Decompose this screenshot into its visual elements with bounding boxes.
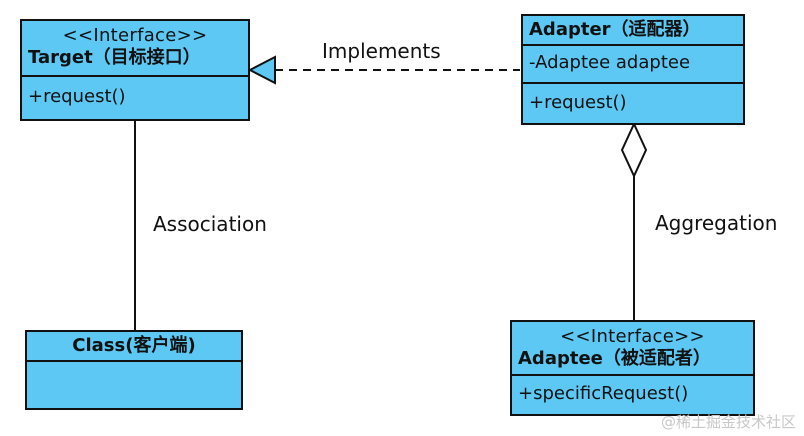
client-header: Class(客户端) bbox=[27, 332, 241, 362]
adaptee-interface-box: <<Interface>> Adaptee（被适配者） +specificReq… bbox=[510, 320, 755, 416]
target-class-name: Target（目标接口） bbox=[28, 47, 201, 68]
adapter-attribute-adaptee: -Adaptee adaptee bbox=[529, 52, 691, 73]
adaptee-class-name: Adaptee（被适配者） bbox=[518, 348, 711, 369]
client-class-name: Class(客户端) bbox=[72, 335, 196, 356]
target-interface-box: <<Interface>> Target（目标接口） +request() bbox=[20, 19, 250, 121]
implements-label: Implements bbox=[322, 39, 441, 63]
adapter-class-box: Adapter（适配器） -Adaptee adaptee +request() bbox=[521, 14, 745, 125]
client-body bbox=[27, 362, 241, 408]
adapter-method-request: +request() bbox=[529, 92, 627, 113]
target-method-request: +request() bbox=[28, 86, 126, 107]
adaptee-header: <<Interface>> Adaptee（被适配者） bbox=[512, 322, 753, 376]
adapter-attributes: -Adaptee adaptee bbox=[523, 46, 743, 84]
adaptee-methods: +specificRequest() bbox=[512, 376, 753, 414]
adaptee-method-specific-request: +specificRequest() bbox=[518, 383, 689, 404]
target-methods: +request() bbox=[22, 77, 248, 119]
aggregation-diamond-icon bbox=[620, 121, 648, 179]
target-stereotype: <<Interface>> bbox=[62, 25, 208, 46]
adapter-class-name: Adapter（适配器） bbox=[529, 19, 701, 40]
target-header: <<Interface>> Target（目标接口） bbox=[22, 21, 248, 77]
realization-triangle-icon bbox=[247, 55, 276, 85]
client-class-box: Class(客户端) bbox=[25, 330, 243, 410]
adapter-methods: +request() bbox=[523, 84, 743, 123]
adaptee-stereotype: <<Interface>> bbox=[560, 326, 705, 347]
association-label: Association bbox=[153, 212, 267, 236]
watermark: @稀土掘金技术社区 bbox=[660, 413, 796, 431]
adapter-header: Adapter（适配器） bbox=[523, 16, 743, 46]
aggregation-label: Aggregation bbox=[655, 211, 778, 235]
